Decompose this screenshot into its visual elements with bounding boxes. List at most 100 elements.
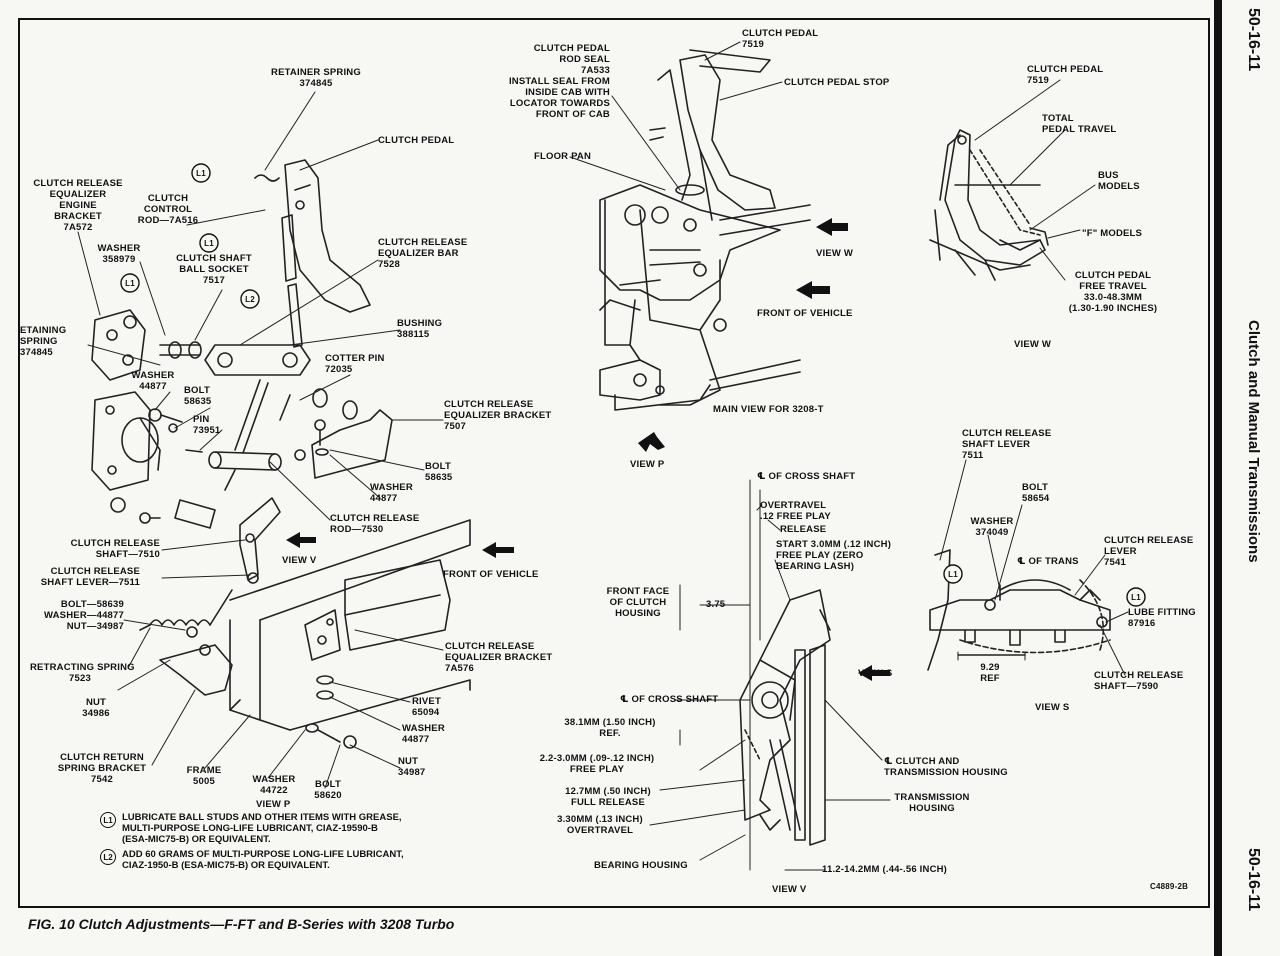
view-w-reference: VIEW W: [816, 248, 854, 259]
view-s-title: VIEW S: [1035, 702, 1070, 713]
label-equalizer-engine-bracket: CLUTCH RELEASE EQUALIZER ENGINE BRACKET …: [33, 178, 123, 233]
page-number-top: 50-16-11: [1245, 8, 1262, 72]
note-text-l2: ADD 60 GRAMS OF MULTI-PURPOSE LONG-LIFE …: [122, 849, 404, 871]
label-view-s-release-shaft: CLUTCH RELEASE SHAFT—7590: [1094, 670, 1184, 692]
label-rivet: RIVET 65094: [412, 696, 441, 718]
label-bushing: BUSHING 388115: [397, 318, 443, 340]
label-bolt-58635: BOLT 58635: [184, 385, 212, 407]
label-washer-44877-c: WASHER 44877: [402, 723, 445, 745]
view-s-art: [927, 549, 1111, 671]
label-ref-38: 38.1mm (1.50 INCH) REF.: [564, 717, 656, 739]
label-bolt-58654: BOLT 58654: [1022, 482, 1050, 504]
view-p-title: VIEW P: [256, 799, 291, 810]
view-w-art: [929, 129, 1049, 281]
label-front-of-vehicle-main: FRONT OF VEHICLE: [757, 308, 853, 319]
note-row: L1 LUBRICATE BALL STUDS AND OTHER ITEMS …: [100, 812, 460, 845]
label-bearing-housing: BEARING HOUSING: [594, 860, 688, 871]
label-equalizer-bracket-7a576: CLUTCH RELEASE EQUALIZER BRACKET 7A576: [445, 641, 553, 674]
view-s-reference: VIEW S: [858, 668, 893, 679]
label-frame: FRAME 5005: [186, 765, 222, 787]
section-title: Clutch and Manual Transmissions: [1245, 320, 1262, 563]
figure-caption: FIG. 10 Clutch Adjustments—F-FT and B-Se…: [28, 916, 455, 932]
label-washer-374049: WASHER 374049: [970, 516, 1014, 538]
label-retracting-spring: RETRACTING SPRING 7523: [30, 662, 135, 684]
leader-lines: [77, 41, 1129, 871]
note-row: L2 ADD 60 GRAMS OF MULTI-PURPOSE LONG-LI…: [100, 849, 460, 871]
label-overtravel: 3.30mm (.13 INCH) OVERTRAVEL: [557, 814, 643, 836]
label-clutch-pedal-7519: CLUTCH PEDAL 7519: [742, 28, 819, 50]
lube-mark-l1: L1: [204, 239, 214, 248]
label-washer-44877-b: WASHER 44877: [370, 482, 413, 504]
label-cotter-pin: COTTER PIN 72035: [325, 353, 385, 375]
label-bus-models: BUS MODELS: [1098, 170, 1140, 192]
label-clutch-pedal: CLUTCH PEDAL: [378, 135, 455, 146]
lube-mark-l1: L1: [1131, 593, 1141, 602]
label-overtravel-top: OVERTRAVEL .12 FREE PLAY: [760, 500, 831, 522]
label-shaft-ball-socket: CLUTCH SHAFT BALL SOCKET 7517: [176, 253, 252, 286]
label-cl-cross-shaft: ℄ OF CROSS SHAFT: [620, 694, 719, 705]
label-washer-358979: WASHER 358979: [97, 243, 141, 265]
label-pin: PIN 73951: [193, 414, 221, 436]
label-release: RELEASE: [780, 524, 827, 535]
view-p-linkage: [91, 159, 471, 749]
view-v-reference: VIEW V: [282, 555, 317, 566]
note-text-l1: LUBRICATE BALL STUDS AND OTHER ITEMS WIT…: [122, 812, 402, 845]
view-v-title: VIEW V: [772, 884, 807, 895]
note-mark-l2: L2: [100, 849, 116, 865]
label-transmission-housing: TRANSMISSION HOUSING: [894, 792, 970, 814]
label-retainer-spring: RETAINER SPRING 374845: [271, 67, 361, 89]
label-rod-seal: CLUTCH PEDAL ROD SEAL 7A533 INSTALL SEAL…: [508, 43, 610, 120]
label-ref-dimension: 9.29 REF: [980, 662, 1000, 684]
lubrication-notes: L1 LUBRICATE BALL STUDS AND OTHER ITEMS …: [100, 812, 460, 875]
label-floor-pan: FLOOR PAN: [534, 151, 592, 162]
label-cl-clutch-trans-housing: ℄ CLUTCH AND TRANSMISSION HOUSING: [884, 756, 1008, 778]
label-free-play: 2.2-3.0mm (.09-.12 INCH) FREE PLAY: [539, 753, 655, 775]
lube-mark-l2: L2: [245, 295, 255, 304]
label-lube-fitting: LUBE FITTING 87916: [1128, 607, 1196, 629]
label-retaining-spring: ETAINING SPRING 374845: [20, 325, 67, 358]
main-view-title: MAIN VIEW FOR 3208-T: [713, 404, 824, 415]
label-release-rod: CLUTCH RELEASE ROD—7530: [330, 513, 420, 535]
label-control-rod: CLUTCH CONTROL ROD—7A516: [137, 193, 199, 226]
label-total-pedal-travel: TOTAL PEDAL TRAVEL: [1042, 113, 1117, 135]
label-view-s-shaft-lever: CLUTCH RELEASE SHAFT LEVER 7511: [962, 428, 1052, 461]
label-washer-44877: WASHER 44877: [131, 370, 175, 392]
label-start-free-play: START 3.0mm (.12 INCH) FREE PLAY (ZERO B…: [776, 539, 892, 572]
label-cl-of-trans: ℄ OF TRANS: [1017, 556, 1079, 567]
view-w-title: VIEW W: [1014, 339, 1052, 350]
label-release-shaft: CLUTCH RELEASE SHAFT—7510: [70, 538, 160, 560]
label-cl-cross-shaft-top: ℄ OF CROSS SHAFT: [757, 471, 856, 482]
note-mark-l1: L1: [100, 812, 116, 828]
label-f-models: "F" MODELS: [1082, 228, 1143, 239]
main-view-art: [599, 49, 811, 411]
label-nut-34986: NUT 34986: [82, 697, 110, 719]
lube-mark-l1: L1: [125, 279, 135, 288]
label-dim-375: 3.75: [706, 599, 726, 610]
label-pedal-stop: CLUTCH PEDAL STOP: [784, 77, 890, 88]
label-bolt-58620: BOLT 58620: [314, 779, 342, 801]
view-p-reference: VIEW P: [630, 459, 665, 470]
label-bottom-dimension: 11.2-14.2mm (.44-.56 INCH): [822, 864, 948, 875]
label-equalizer-bar: CLUTCH RELEASE EQUALIZER BAR 7528: [378, 237, 468, 270]
figure-frame: [18, 18, 1210, 908]
figure-code: C4889-2B: [1150, 882, 1189, 891]
label-washer-44722: WASHER 44722: [252, 774, 296, 796]
direction-arrows: [286, 218, 890, 681]
label-full-release: 12.7mm (.50 INCH) FULL RELEASE: [565, 786, 651, 808]
label-release-shaft-lever: CLUTCH RELEASE SHAFT LEVER—7511: [40, 566, 140, 588]
label-return-spring-bracket: CLUTCH RETURN SPRING BRACKET 7542: [57, 752, 147, 785]
label-front-face-clutch-housing: FRONT FACE OF CLUTCH HOUSING: [606, 586, 670, 619]
lube-mark-l1: L1: [948, 570, 958, 579]
label-equalizer-bracket-7507: CLUTCH RELEASE EQUALIZER BRACKET 7507: [444, 399, 552, 432]
label-release-lever: CLUTCH RELEASE LEVER 7541: [1104, 535, 1194, 568]
label-bolt-58635-b: BOLT 58635: [425, 461, 453, 483]
page-number-bottom: 50-16-11: [1245, 848, 1262, 912]
lube-mark-l1: L1: [196, 169, 206, 178]
label-front-of-vehicle: FRONT OF VEHICLE: [443, 569, 539, 580]
label-pedal-free-travel: CLUTCH PEDAL FREE TRAVEL 33.0-48.3mm (1.…: [1068, 270, 1158, 314]
label-bolt-washer-nut: BOLT—58639 WASHER—44877 NUT—34987: [43, 599, 124, 632]
label-view-w-clutch-pedal: CLUTCH PEDAL 7519: [1027, 64, 1104, 86]
lube-markers: [120, 163, 1146, 607]
